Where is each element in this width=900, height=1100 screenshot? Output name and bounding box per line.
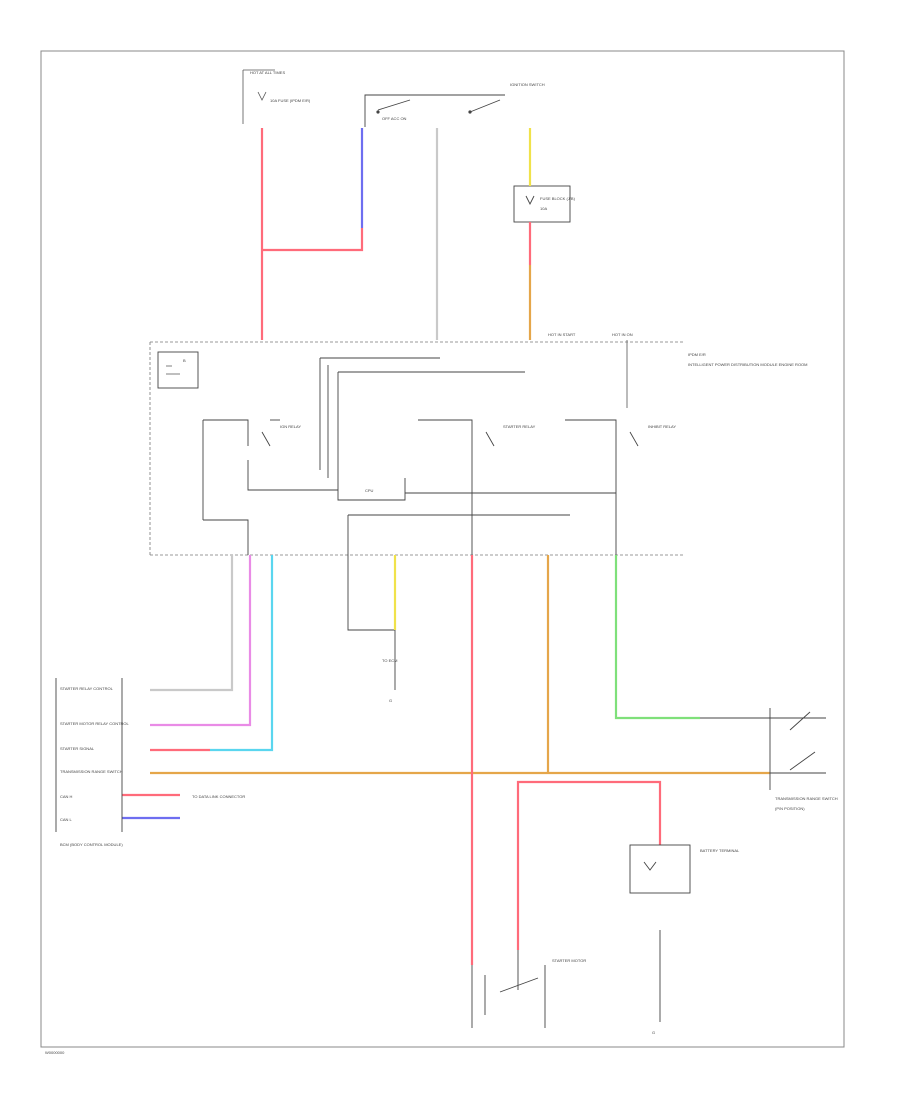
fuse-right-label: FUSE BLOCK (J/B) <box>540 196 576 201</box>
ground-ecm-label: G <box>389 698 392 703</box>
relay-1-label: IGN RELAY <box>280 424 301 429</box>
fuse-right-sublabel: 10A <box>540 206 547 211</box>
battery-terminal: BATTERY TERMINAL G <box>629 844 740 1035</box>
wire-green <box>614 555 700 720</box>
fuse-right: FUSE BLOCK (J/B) 10A <box>513 185 576 223</box>
hot-in-start-label: HOT IN START <box>548 332 576 337</box>
ignition-switch-label: IGNITION SWITCH <box>510 82 545 87</box>
starter-motor-label: STARTER MOTOR <box>552 958 586 963</box>
control-unit-label: IPDM E/R <box>688 352 706 357</box>
to-data-link-label: TO DATA LINK CONNECTOR <box>192 794 245 799</box>
bcm-title: BCM (BODY CONTROL MODULE) <box>60 842 123 847</box>
ground-battery-label: G <box>652 1030 655 1035</box>
wire-pink <box>150 555 252 727</box>
control-unit: B IPDM E/R INTELLIGENT POWER DISTRIBUTIO… <box>149 341 808 556</box>
bcm-row-5: CAN H <box>60 794 73 799</box>
wire-cyan <box>210 555 274 752</box>
bcm-row-4: TRANSMISSION RANGE SWITCH <box>60 769 123 774</box>
fuse-top-left-sublabel: 10A FUSE (IPDM E/R) <box>270 98 311 103</box>
trans-range-switch-sublabel: (P/N POSITION) <box>775 806 805 811</box>
inner-module-label: CPU <box>365 488 374 493</box>
hot-in-on-label: HOT IN ON <box>612 332 633 337</box>
to-ecm-label: TO ECM <box>382 658 397 663</box>
bcm-box: STARTER RELAY CONTROL STARTER MOTOR RELA… <box>55 678 130 847</box>
battery-terminal-label: BATTERY TERMINAL <box>700 848 740 853</box>
relay-2-label: STARTER RELAY <box>503 424 536 429</box>
control-unit-sublabel: INTELLIGENT POWER DISTRIBUTION MODULE EN… <box>688 362 808 367</box>
transmission-range-switch: TRANSMISSION RANGE SWITCH (P/N POSITION) <box>769 708 838 811</box>
ignition-switch: OFF ACC ON IGNITION SWITCH <box>364 82 545 127</box>
fuse-top-left-label: HOT AT ALL TIMES <box>250 70 285 75</box>
trans-range-switch-label: TRANSMISSION RANGE SWITCH <box>775 796 838 801</box>
relay-3-label: INHIBIT RELAY <box>648 424 676 429</box>
wire-red-battery <box>516 780 662 950</box>
footer-code: W0000000 <box>45 1050 65 1055</box>
wire-red-left-join <box>262 228 364 252</box>
wire-black-ecm <box>347 555 395 631</box>
bcm-row-2: STARTER MOTOR RELAY CONTROL <box>60 721 130 726</box>
wire-white-bcm <box>150 555 234 692</box>
control-unit-icon-text: B <box>183 358 186 363</box>
starter-motor: STARTER MOTOR <box>471 950 586 1028</box>
bcm-row-1: STARTER RELAY CONTROL <box>60 686 114 691</box>
fuse-top-left: HOT AT ALL TIMES 10A FUSE (IPDM E/R) <box>242 69 311 124</box>
bcm-row-6: CAN L <box>60 817 73 822</box>
ignition-switch-positions: OFF ACC ON <box>382 116 407 121</box>
bcm-row-3: STARTER SIGNAL <box>60 746 95 751</box>
diagram-frame <box>40 50 845 1048</box>
